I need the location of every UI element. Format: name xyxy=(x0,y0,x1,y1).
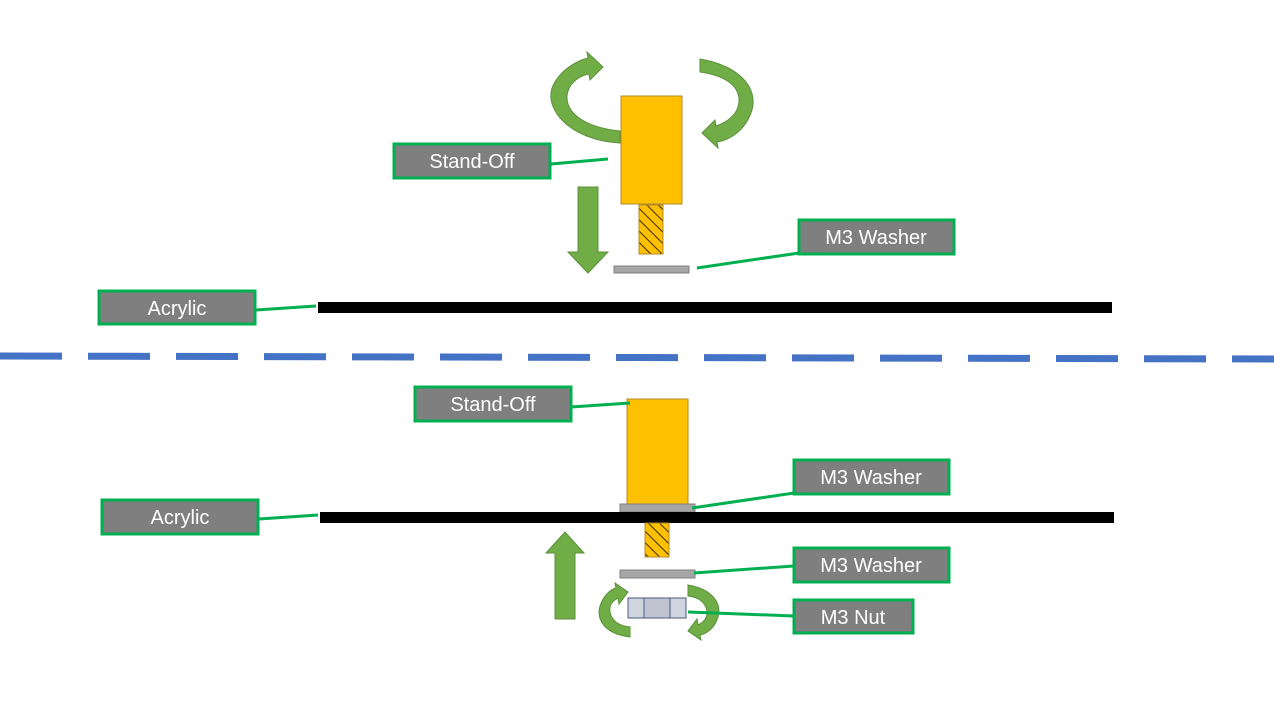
top-washer xyxy=(613,265,690,274)
leader-line xyxy=(691,491,795,510)
section-divider xyxy=(0,352,1274,363)
rotate-arrow-right-icon xyxy=(687,584,720,642)
bottom-washer-upper xyxy=(619,503,696,513)
bottom-acrylic-label: Acrylic xyxy=(100,498,260,536)
standoff-thread xyxy=(638,204,664,255)
bottom-standoff-label: Stand-Off xyxy=(413,385,573,423)
label-text: M3 Washer xyxy=(820,467,922,489)
top-standoff-label: Stand-Off xyxy=(392,142,552,180)
leader-line xyxy=(696,251,800,270)
leader-line xyxy=(550,157,609,166)
leader-line xyxy=(687,610,795,618)
leader-line xyxy=(570,401,631,409)
bottom-washer-lower-label: M3 Washer xyxy=(792,546,951,584)
bottom-washer-lower xyxy=(619,569,696,579)
up-arrow-icon xyxy=(544,531,586,620)
rotate-arrow-left-icon xyxy=(598,581,631,638)
top-washer-label: M3 Washer xyxy=(797,218,956,256)
rotate-arrow-right-icon xyxy=(699,58,754,150)
bottom-acrylic-sheet xyxy=(320,512,1114,523)
label-text: Acrylic xyxy=(151,507,210,529)
label-text: M3 Nut xyxy=(821,607,886,629)
label-text: Stand-Off xyxy=(450,394,536,416)
leader-line xyxy=(258,513,319,521)
standoff-body xyxy=(620,95,683,205)
nut-label: M3 Nut xyxy=(792,598,915,635)
standoff-body xyxy=(626,398,689,506)
down-arrow-icon xyxy=(566,186,610,274)
leader-line xyxy=(693,564,795,575)
bottom-assembly: Stand-Off M3 Washer Acrylic M3 Washer M3… xyxy=(100,385,1114,642)
top-assembly: Stand-Off M3 Washer Acrylic xyxy=(97,50,1112,326)
top-acrylic-sheet xyxy=(318,302,1112,313)
label-text: M3 Washer xyxy=(825,227,927,249)
bottom-washer-upper-label: M3 Washer xyxy=(792,458,951,496)
rotate-arrow-left-icon xyxy=(550,50,621,144)
standoff-thread xyxy=(644,522,670,558)
leader-line xyxy=(255,304,317,312)
m3-nut xyxy=(627,597,687,619)
label-text: Acrylic xyxy=(148,298,207,320)
label-text: M3 Washer xyxy=(820,555,922,577)
label-text: Stand-Off xyxy=(429,151,515,173)
top-acrylic-label: Acrylic xyxy=(97,289,257,326)
